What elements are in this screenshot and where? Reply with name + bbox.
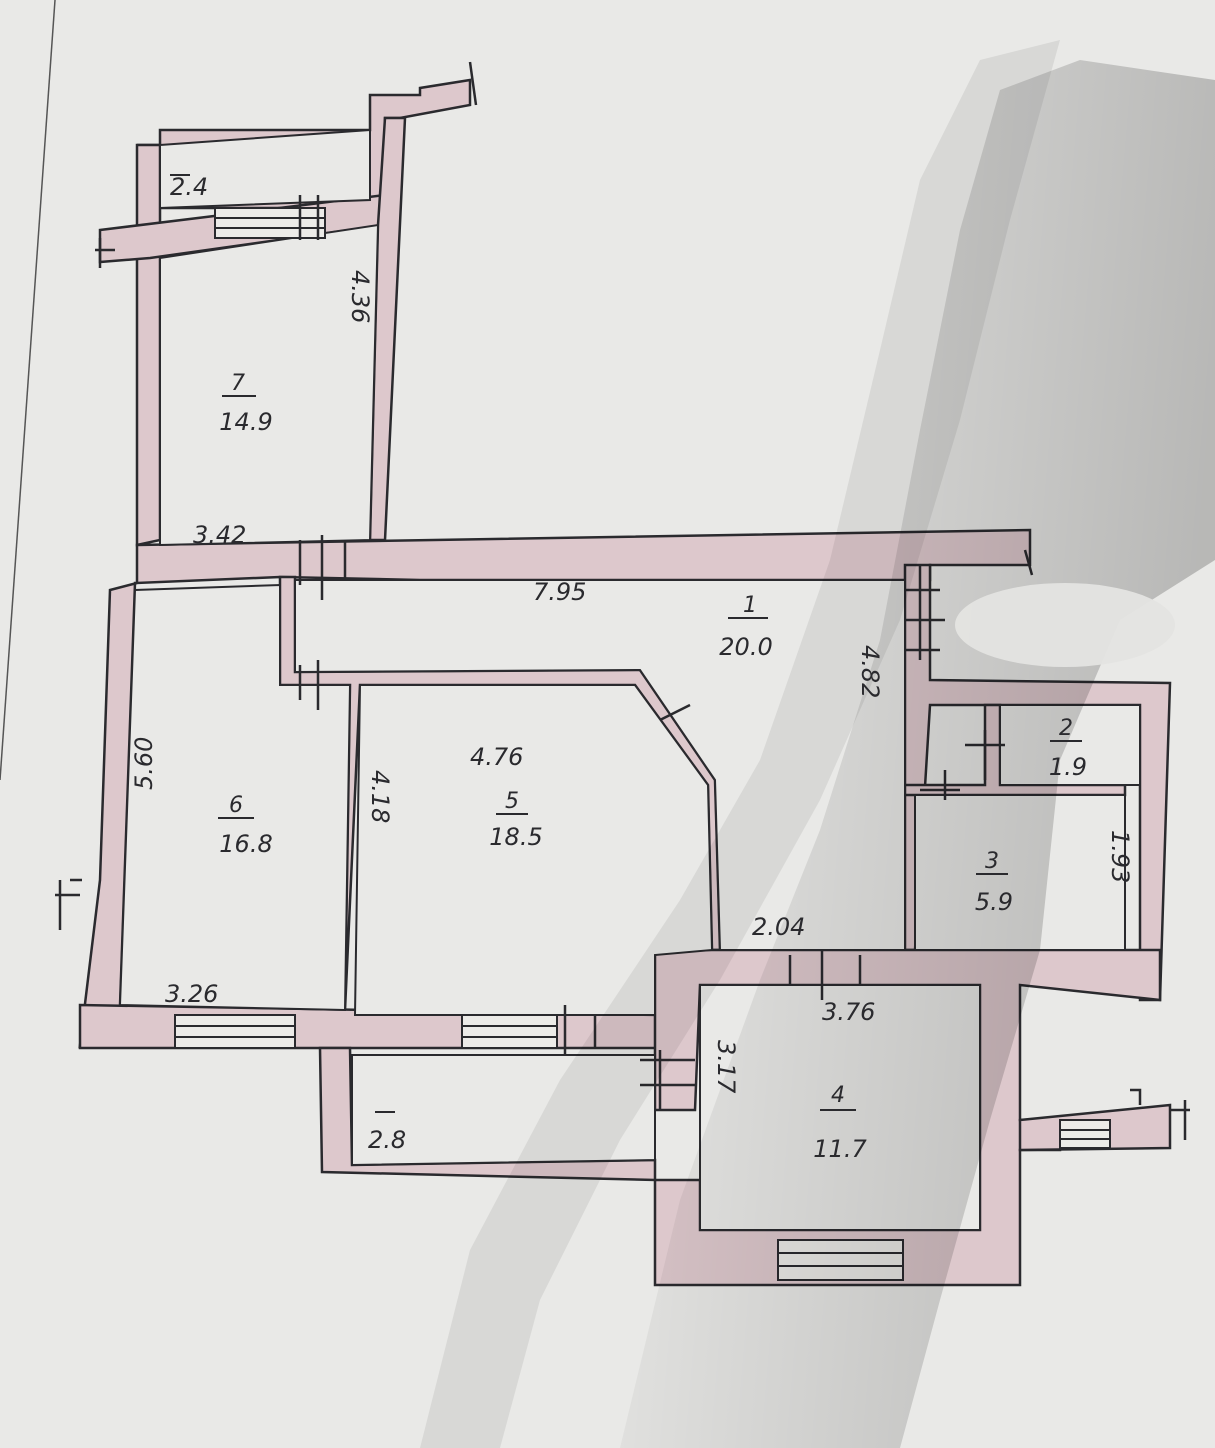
window-east-stub	[1059, 1119, 1111, 1149]
dim-room7-height: 4.36	[346, 270, 374, 323]
room-2-number: 2	[1059, 716, 1073, 741]
door-room5	[659, 703, 691, 722]
dim-room3-width: 2.04	[752, 913, 805, 941]
room-6-number: 6	[229, 793, 243, 818]
room-6-floor	[118, 583, 352, 1012]
door-room7	[298, 535, 347, 600]
dim-room4-height: 3.17	[712, 1040, 740, 1094]
room-6-area: 16.8	[219, 830, 272, 858]
balcony-top-floor	[159, 128, 371, 210]
window-room5	[461, 1014, 558, 1049]
room-7-area: 14.9	[219, 408, 272, 436]
room-5-floor	[353, 684, 714, 1016]
dim-room5-top: 4.76	[470, 743, 523, 771]
room-5-number: 5	[505, 789, 519, 814]
room-1-number: 1	[743, 593, 757, 618]
room-labels: 7 14.9 1 20.0 2 1.9 3 5.9 5 18.5 6 16.8 …	[170, 173, 1087, 1163]
dim-corridor-height: 4.82	[856, 645, 884, 698]
dim-corridor-length: 7.95	[533, 578, 586, 606]
dimension-labels: 4.36 3.42 7.95 4.82 5.60 4.76 4.18 1.93 …	[130, 270, 1134, 1094]
paper-edge-line	[0, 0, 56, 781]
room-7-floor	[159, 223, 380, 547]
room-2-area: 1.9	[1049, 753, 1087, 781]
door-north-mark	[95, 238, 115, 268]
door-top-mark	[468, 61, 478, 106]
room-7-number: 7	[231, 371, 245, 396]
room-4-number: 4	[831, 1083, 845, 1108]
dim-room7-width: 3.42	[193, 521, 246, 549]
dim-room3-height: 1.93	[1106, 830, 1134, 883]
room-3-area: 5.9	[975, 888, 1013, 916]
door-balcony-bottom	[563, 1005, 597, 1055]
balcony-bottom-floor	[351, 1054, 656, 1167]
room-5-area: 18.5	[489, 823, 542, 851]
room-3-number: 3	[985, 849, 999, 874]
room-1-area: 20.0	[719, 633, 772, 661]
window-room6	[174, 1014, 296, 1049]
dim-room4-width: 3.76	[822, 998, 875, 1026]
redaction-blur	[955, 583, 1175, 667]
dim-room5-height: 4.18	[366, 770, 394, 823]
room-4-area: 11.7	[813, 1135, 867, 1163]
door-room4-west	[640, 1050, 695, 1110]
door-room6	[298, 660, 320, 710]
hand-shadow	[620, 60, 1215, 1448]
hand-shadow-inner	[420, 40, 1060, 1448]
dim-room6-width: 3.26	[165, 980, 218, 1008]
wall-room7-left	[135, 143, 162, 547]
door-east-mark	[1130, 1088, 1190, 1140]
door-balcony-top	[298, 195, 320, 240]
dim-room6-height: 5.60	[130, 737, 158, 790]
door-west-mark	[55, 878, 82, 930]
window-room7	[214, 207, 326, 239]
balcony-top-area: 2.4	[170, 173, 208, 201]
balcony-bottom-area: 2.8	[368, 1126, 406, 1154]
